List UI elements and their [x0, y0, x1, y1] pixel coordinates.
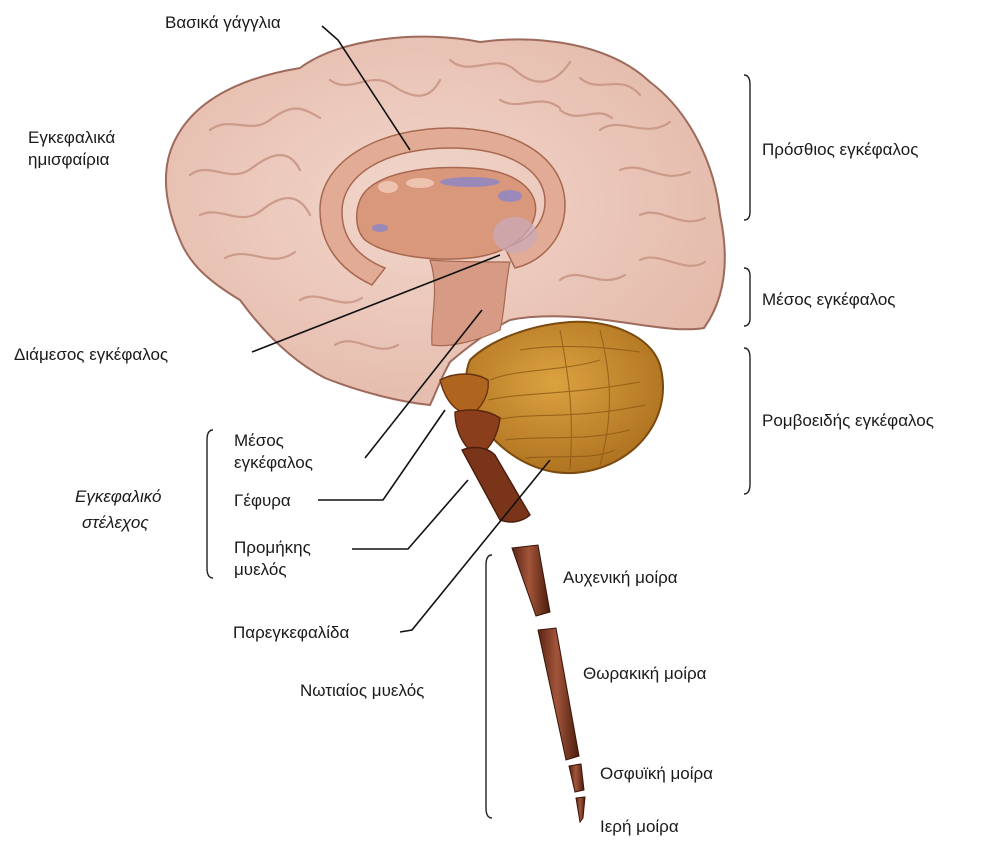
leader-medulla — [352, 480, 468, 549]
leader-pons — [318, 410, 445, 500]
label-brainstem-1: Εγκεφαλικό — [75, 487, 162, 506]
label-midbrain-2: εγκέφαλος — [234, 453, 313, 472]
label-cerebellum: Παρεγκεφαλίδα — [233, 623, 350, 642]
bracket-midbrain — [744, 268, 750, 326]
bracket-hindbrain — [744, 348, 750, 494]
label-diencephalon: Διάμεσος εγκέφαλος — [14, 345, 168, 364]
bracket-brainstem — [207, 430, 213, 578]
label-sacral: Ιερή μοίρα — [600, 817, 679, 836]
label-thoracic: Θωρακική μοίρα — [583, 664, 707, 683]
spinal-sacral — [576, 797, 585, 822]
label-forebrain: Πρόσθιος εγκέφαλος — [762, 140, 918, 159]
label-brainstem-2: στέλεχος — [82, 513, 149, 532]
label-hindbrain: Ρομβοειδής εγκέφαλος — [762, 411, 934, 430]
label-midbrain-right: Μέσος εγκέφαλος — [762, 290, 896, 309]
label-spinal-cord: Νωτιαίος μυελός — [300, 681, 424, 700]
label-lumbar: Οσφυϊκή μοίρα — [600, 764, 713, 783]
label-cervical: Αυχενική μοίρα — [563, 568, 678, 587]
diencephalon — [430, 260, 510, 346]
pituitary-region — [493, 217, 537, 253]
spinal-cervical — [512, 545, 550, 616]
spinal-lumbar — [569, 764, 584, 792]
bracket-forebrain — [744, 75, 750, 220]
cerebellum — [466, 322, 663, 473]
label-basal-ganglia: Βασικά γάγγλια — [165, 13, 281, 32]
label-medulla-2: μυελός — [234, 560, 287, 579]
label-hemispheres-1: Εγκεφαλικά — [28, 128, 115, 147]
spinal-thoracic — [538, 628, 579, 760]
bracket-spinal-cord — [486, 555, 492, 818]
label-hemispheres-2: ημισφαίρια — [28, 150, 110, 169]
label-pons: Γέφυρα — [234, 491, 291, 510]
label-midbrain-1: Μέσος — [234, 431, 284, 450]
label-medulla-1: Προμήκης — [234, 538, 311, 557]
